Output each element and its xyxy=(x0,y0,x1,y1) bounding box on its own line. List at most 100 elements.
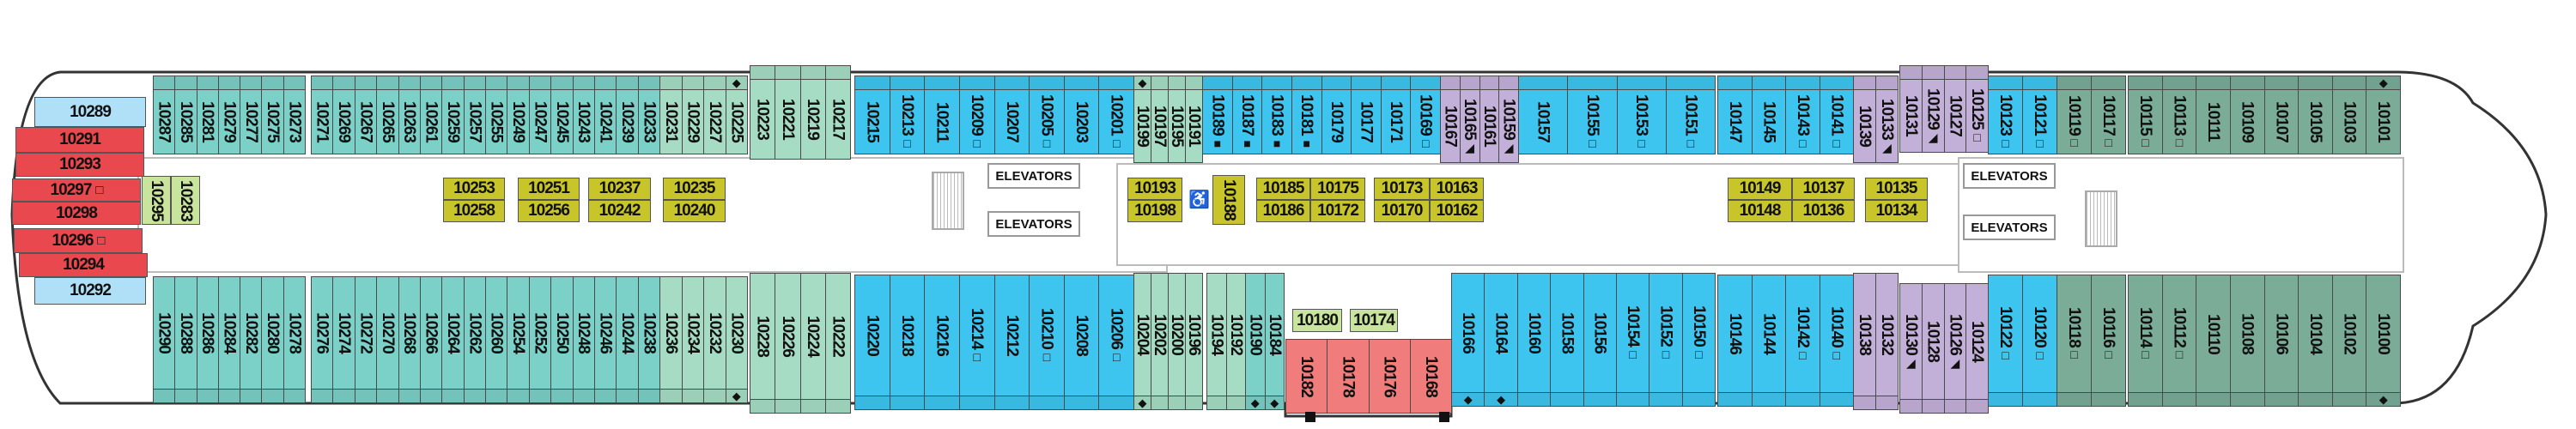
cabin-10234[interactable]: 10234 xyxy=(681,276,704,403)
cabin-10161[interactable]: 10161 xyxy=(1479,76,1500,163)
cabin-10152[interactable]: 10152□ xyxy=(1649,273,1683,407)
cabin-10246[interactable]: 10246 xyxy=(593,276,617,403)
cabin-10275[interactable]: 10275 xyxy=(261,76,284,154)
cabin-10210[interactable]: 10210□ xyxy=(1029,275,1065,410)
cabin-10265[interactable]: 10265 xyxy=(376,76,399,154)
cabin-10278[interactable]: 10278 xyxy=(283,276,306,403)
cabin-10274[interactable]: 10274 xyxy=(332,276,355,403)
cabin-10175[interactable]: 10175 xyxy=(1310,178,1365,200)
cabin-10224[interactable]: 10224 xyxy=(799,273,826,414)
cabin-10197[interactable]: 10197 xyxy=(1151,76,1169,163)
cabin-10209[interactable]: 10209□ xyxy=(958,76,995,154)
cabin-10290[interactable]: 10290 xyxy=(153,276,176,403)
cabin-10188[interactable]: 10188 xyxy=(1212,175,1245,225)
cabin-10107[interactable]: 10107 xyxy=(2263,76,2300,154)
cabin-10195[interactable]: 10195 xyxy=(1168,76,1186,163)
cabin-10182[interactable]: 10182 xyxy=(1285,339,1328,414)
cabin-10171[interactable]: 10171 xyxy=(1380,76,1412,154)
cabin-10257[interactable]: 10257 xyxy=(463,76,486,154)
cabin-10148[interactable]: 10148 xyxy=(1728,200,1792,222)
cabin-10295[interactable]: 10295 xyxy=(142,176,171,225)
cabin-10215[interactable]: 10215 xyxy=(854,76,890,154)
cabin-10169[interactable]: 10169□ xyxy=(1410,76,1441,154)
cabin-10254[interactable]: 10254 xyxy=(507,276,530,403)
cabin-10113[interactable]: 10113□ xyxy=(2161,76,2197,154)
cabin-10201[interactable]: 10201□ xyxy=(1098,76,1134,154)
cabin-10137[interactable]: 10137 xyxy=(1792,178,1855,200)
cabin-10268[interactable]: 10268 xyxy=(398,276,421,403)
cabin-10256[interactable]: 10256 xyxy=(518,200,580,222)
cabin-10238[interactable]: 10238 xyxy=(637,276,660,403)
cabin-10292[interactable]: 10292 xyxy=(34,277,146,305)
cabin-10156[interactable]: 10156 xyxy=(1583,273,1617,407)
cabin-10114[interactable]: 10114□ xyxy=(2128,275,2163,407)
cabin-10108[interactable]: 10108 xyxy=(2229,275,2265,407)
cabin-10194[interactable]: 10194 xyxy=(1206,273,1227,410)
cabin-10206[interactable]: 10206□ xyxy=(1098,275,1134,410)
cabin-10132[interactable]: 10132 xyxy=(1875,273,1899,410)
cabin-10223[interactable]: 10223 xyxy=(750,65,776,160)
cabin-10162[interactable]: 10162 xyxy=(1430,200,1484,222)
cabin-10294[interactable]: 10294 xyxy=(19,253,148,277)
cabin-10217[interactable]: 10217 xyxy=(824,65,851,160)
cabin-10200[interactable]: 10200 xyxy=(1168,273,1186,410)
cabin-10263[interactable]: 10263 xyxy=(398,76,421,154)
cabin-10202[interactable]: 10202 xyxy=(1151,273,1169,410)
cabin-10229[interactable]: 10229 xyxy=(681,76,704,154)
cabin-10124[interactable]: 10124 xyxy=(1965,283,1989,414)
cabin-10154[interactable]: 10154□ xyxy=(1615,273,1650,407)
cabin-10205[interactable]: 10205□ xyxy=(1029,76,1065,154)
cabin-10133[interactable]: 10133◢ xyxy=(1875,76,1899,163)
cabin-10120[interactable]: 10120□ xyxy=(2022,275,2057,407)
cabin-10128[interactable]: 10128 xyxy=(1921,283,1945,414)
cabin-10264[interactable]: 10264 xyxy=(441,276,465,403)
cabin-10112[interactable]: 10112□ xyxy=(2161,275,2197,407)
cabin-10186[interactable]: 10186 xyxy=(1256,200,1310,222)
cabin-10270[interactable]: 10270 xyxy=(376,276,399,403)
cabin-10121[interactable]: 10121□ xyxy=(2022,76,2057,154)
cabin-10135[interactable]: 10135 xyxy=(1865,178,1928,200)
cabin-10227[interactable]: 10227 xyxy=(703,76,726,154)
cabin-10237[interactable]: 10237 xyxy=(588,178,651,200)
cabin-10281[interactable]: 10281 xyxy=(196,76,219,154)
cabin-10272[interactable]: 10272 xyxy=(354,276,378,403)
cabin-10284[interactable]: 10284 xyxy=(217,276,241,403)
cabin-10218[interactable]: 10218 xyxy=(889,275,926,410)
cabin-10160[interactable]: 10160 xyxy=(1516,273,1552,407)
cabin-10110[interactable]: 10110 xyxy=(2196,275,2231,407)
cabin-10241[interactable]: 10241 xyxy=(593,76,617,154)
cabin-10126[interactable]: 10126◢ xyxy=(1943,283,1967,414)
cabin-10235[interactable]: 10235 xyxy=(663,178,726,200)
cabin-10216[interactable]: 10216 xyxy=(924,275,960,410)
cabin-10279[interactable]: 10279 xyxy=(217,76,241,154)
cabin-10102[interactable]: 10102 xyxy=(2331,275,2367,407)
cabin-10203[interactable]: 10203 xyxy=(1063,76,1100,154)
cabin-10259[interactable]: 10259 xyxy=(441,76,465,154)
cabin-10111[interactable]: 10111 xyxy=(2196,76,2231,154)
cabin-10168[interactable]: 10168 xyxy=(1409,339,1452,414)
cabin-10255[interactable]: 10255 xyxy=(485,76,508,154)
cabin-10177[interactable]: 10177 xyxy=(1351,76,1382,154)
cabin-10158[interactable]: 10158 xyxy=(1550,273,1584,407)
cabin-10150[interactable]: 10150□ xyxy=(1681,273,1716,407)
cabin-10172[interactable]: 10172 xyxy=(1310,200,1365,222)
cabin-10178[interactable]: 10178 xyxy=(1327,339,1370,414)
cabin-10151[interactable]: 10151□ xyxy=(1665,76,1716,154)
cabin-10242[interactable]: 10242 xyxy=(588,200,651,222)
cabin-10226[interactable]: 10226 xyxy=(775,273,801,414)
cabin-10204[interactable]: 10204◆ xyxy=(1133,273,1151,410)
cabin-10250[interactable]: 10250 xyxy=(550,276,574,403)
cabin-10288[interactable]: 10288 xyxy=(174,276,197,403)
cabin-10298[interactable]: 10298 xyxy=(12,202,141,225)
cabin-10136[interactable]: 10136 xyxy=(1792,200,1855,222)
cabin-10163[interactable]: 10163 xyxy=(1430,178,1484,200)
cabin-10271[interactable]: 10271 xyxy=(311,76,334,154)
cabin-10165[interactable]: 10165◢ xyxy=(1459,76,1480,163)
cabin-10190[interactable]: 10190◆ xyxy=(1245,273,1266,410)
cabin-10260[interactable]: 10260 xyxy=(485,276,508,403)
cabin-10103[interactable]: 10103 xyxy=(2331,76,2367,154)
cabin-10289[interactable]: 10289 xyxy=(34,97,146,127)
cabin-10291[interactable]: 10291 xyxy=(15,127,144,153)
cabin-10219[interactable]: 10219 xyxy=(799,65,826,160)
cabin-10282[interactable]: 10282 xyxy=(240,276,263,403)
